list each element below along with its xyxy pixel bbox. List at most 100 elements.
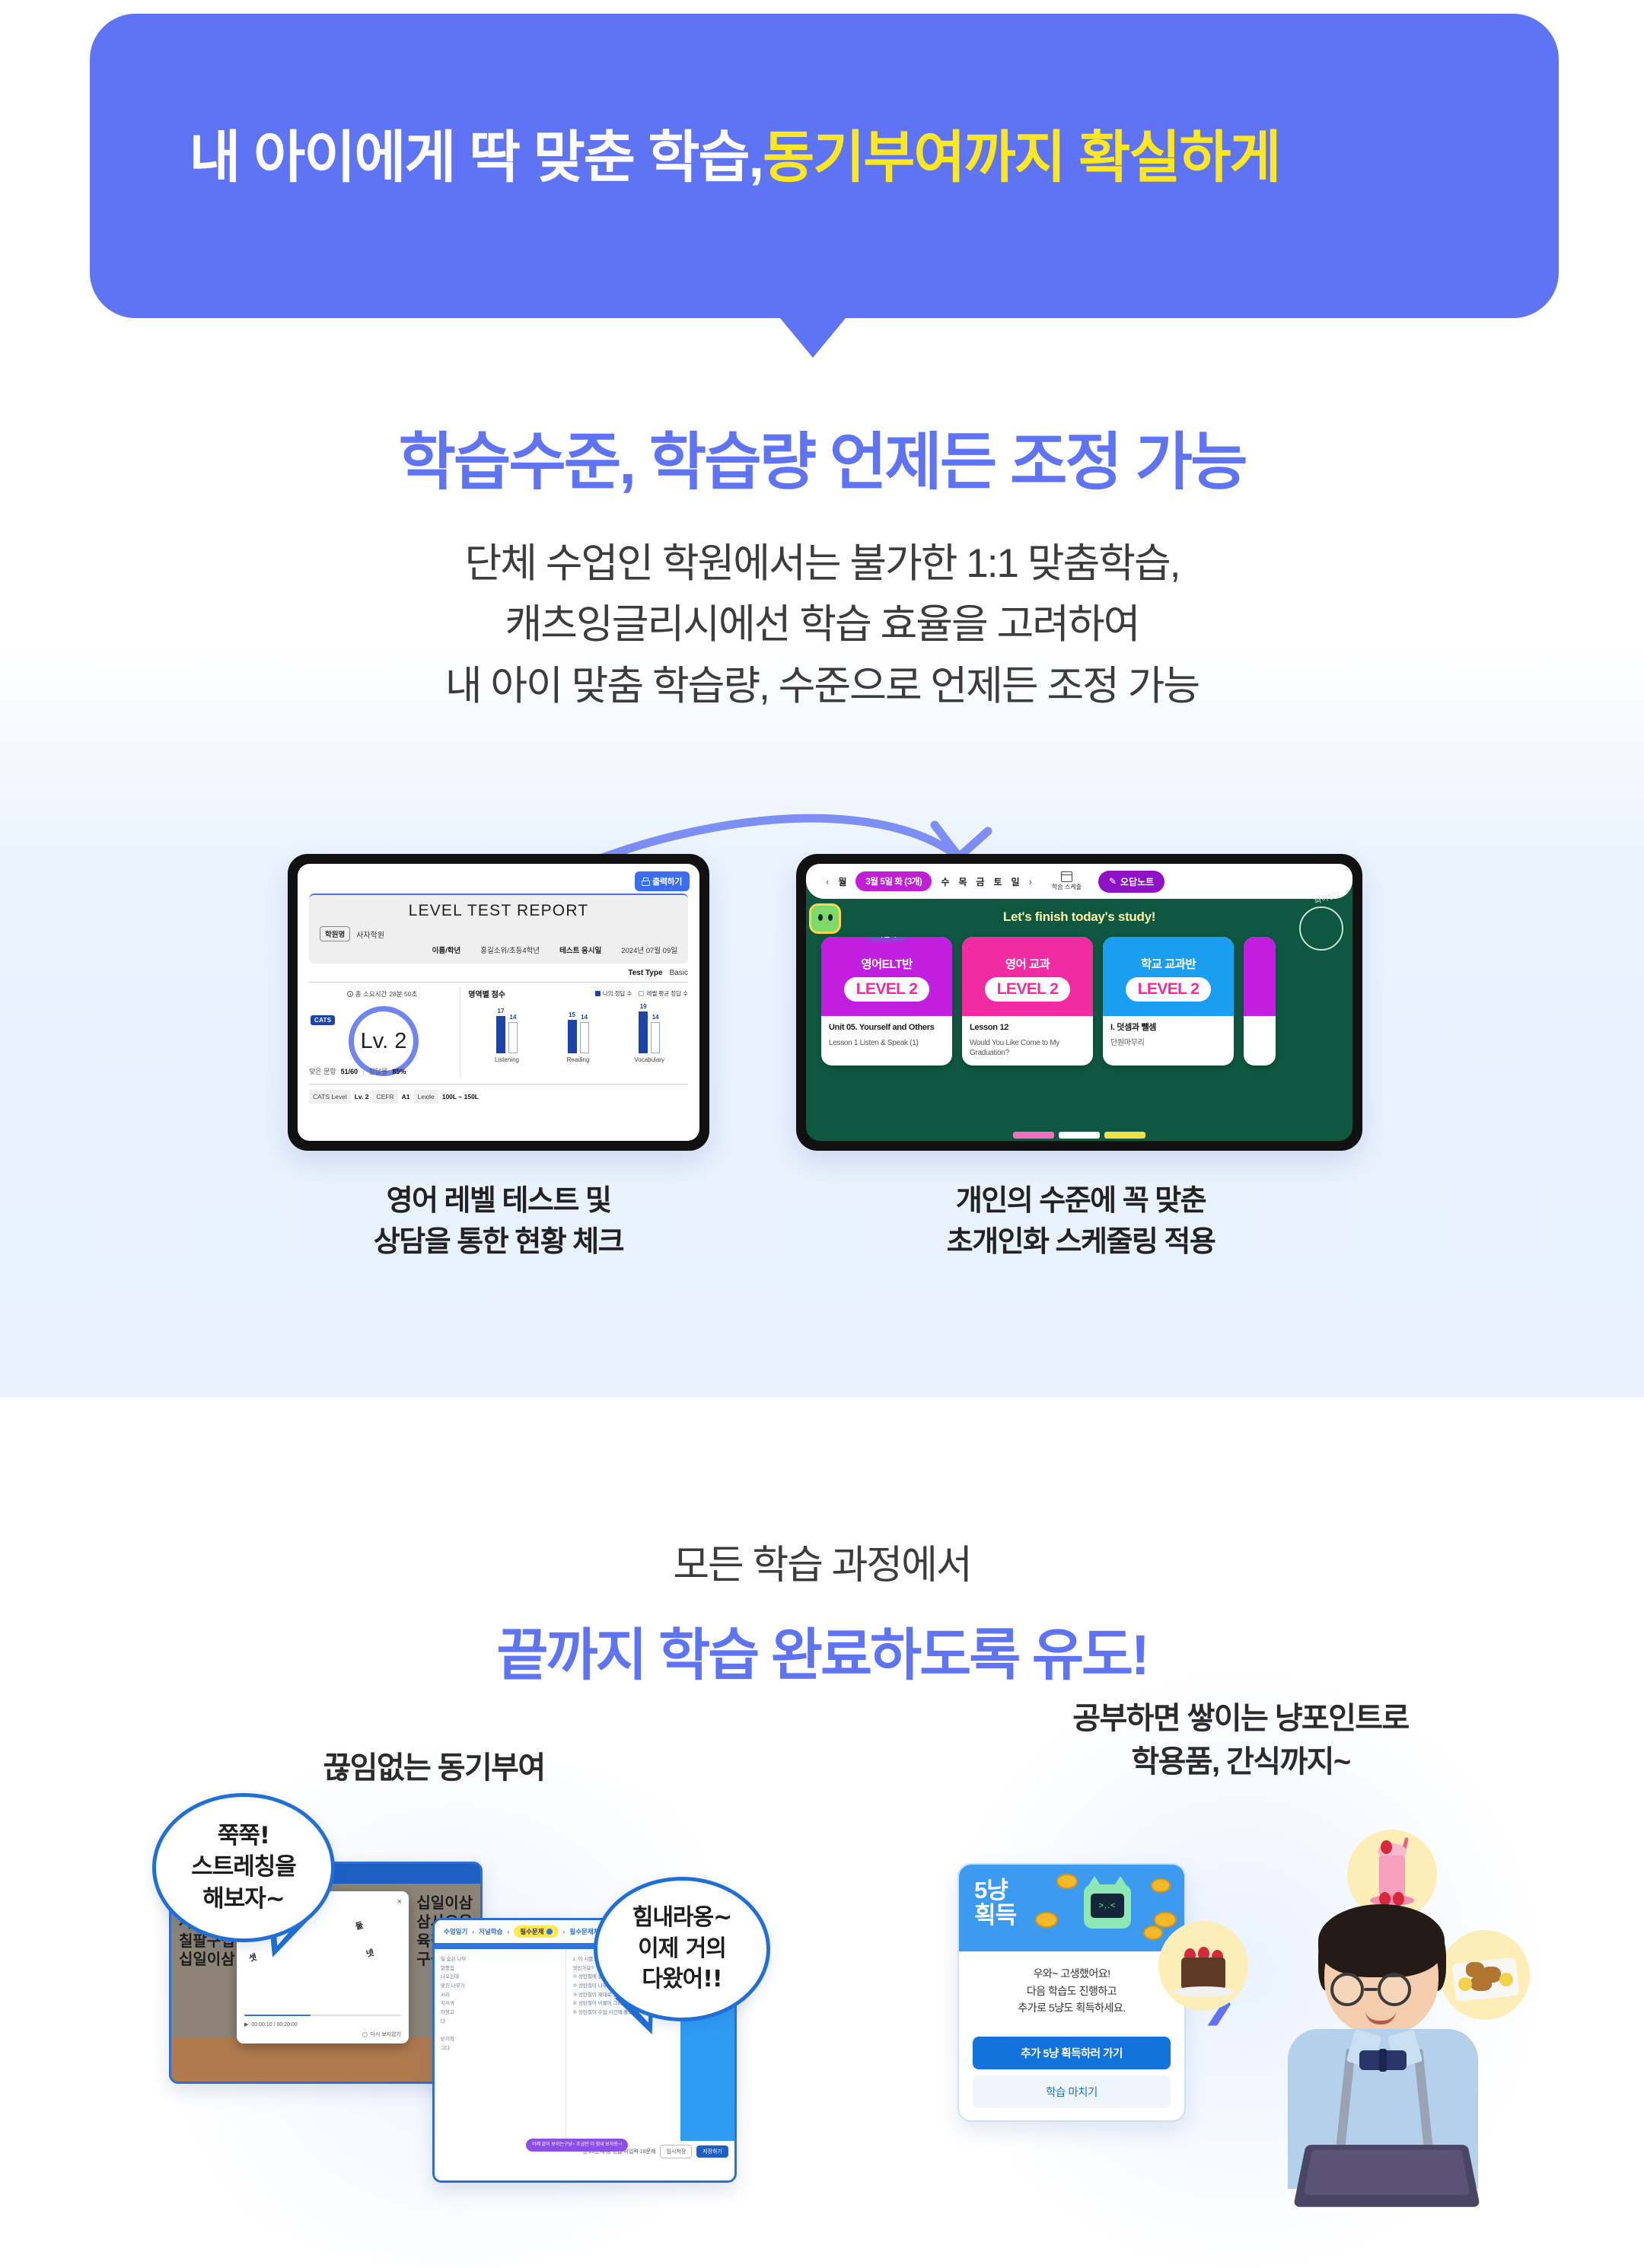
score-stats: 맞은 문항 51/60 | 정답률 85% [309, 1066, 460, 1076]
motivation-heading-block: 모든 학습 과정에서 끝까지 학습 완료하도록 유도! [0, 1533, 1644, 1691]
quiz-temp-save-button[interactable]: 임시저장 [660, 2145, 693, 2158]
level-report-title: LEVEL TEST REPORT [408, 902, 589, 919]
mascot-left-icon [809, 903, 841, 934]
lesson-card-level: LEVEL 2 [843, 977, 930, 1002]
level-report-header-card: LEVEL TEST REPORT 학원명 사자학원 이름/학년 홍길소위/초등… [309, 894, 688, 964]
day-sun[interactable]: 일 [1011, 876, 1020, 887]
quiz-footer: 총 25문제 중 정답 미입력 18문제 임시저장 저장하기 [435, 2141, 734, 2162]
count-three: 셋 [247, 1952, 258, 1964]
hero-subtitle-line3: 내 아이 맞춤 학습량, 수준으로 언제든 조정 가능 [444, 663, 1200, 709]
total-time-value: 28분 50초 [389, 990, 418, 998]
quiz-save-button[interactable]: 저장하기 [696, 2145, 728, 2158]
pencil-icon: ✎ [1108, 876, 1117, 887]
bar-wrap: 17 [495, 1003, 505, 1053]
quiz-encouragement-tip: 이제 끝이 보이는구냥~ 조금만 더 힘내 보자옹~! [526, 2139, 629, 2152]
count-four: 넷 [365, 1948, 375, 1960]
caption-left-line2: 상담을 통한 현황 체크 [373, 1225, 625, 1258]
coin-icon-3 [1151, 1878, 1171, 1893]
bar-value: 19 [639, 1003, 647, 1010]
mascot-right-icon [1299, 906, 1343, 951]
coin-icon-1 [1056, 1874, 1078, 1889]
point-amount-line2: 획득 [974, 1901, 1017, 1929]
legend-swatch-mine [594, 991, 601, 996]
day-sat[interactable]: 토 [993, 876, 1002, 887]
hero-subtitle-line1: 단체 수업인 학원에서는 불가한 1:1 맞춤학습, [464, 540, 1181, 586]
finish-study-button[interactable]: 학습 마치기 [973, 2075, 1171, 2109]
test-type-value: Basic [669, 969, 688, 977]
schedule-topbar: ‹ 월 3월 5일 화 (3개) 수 목 금 토 일 › 학습 스케줄 ✎ 오답… [806, 864, 1352, 899]
close-icon[interactable]: × [397, 1897, 402, 1906]
checkbox-icon[interactable] [362, 2031, 368, 2037]
video-time: ▶ 00:00:10 / 00:20:00 [244, 2021, 298, 2028]
test-type-label: Test Type [628, 969, 663, 977]
clock-icon [346, 991, 353, 997]
day-fri[interactable]: 금 [976, 876, 985, 887]
next-day-arrow-icon[interactable]: › [1028, 875, 1032, 887]
point-amount: 5냥 획득 [974, 1878, 1184, 1928]
bottom-bar-pink [1013, 1132, 1054, 1139]
prev-day-arrow-icon[interactable]: ‹ [826, 875, 830, 887]
quiz-breadcrumb-pill[interactable]: 필수문제 [514, 1926, 559, 1938]
bar-value: 14 [652, 1014, 659, 1021]
chart-title: 영역별 점수 [468, 991, 505, 999]
video-time-label: 00:00:10 / 00:20:00 [251, 2021, 298, 2028]
total-time-label: 총 소요시간 [355, 990, 387, 998]
day-wed[interactable]: 수 [941, 876, 950, 887]
print-button[interactable]: 출력하기 [635, 871, 690, 891]
quiz-breadcrumb-sep2: › [507, 1928, 510, 1935]
hero-section: 내 아이에게 딱 맞춘 학습, 동기부여까지 확실하게 학습수준, 학습량 언제… [0, 0, 1644, 1397]
video-progress-bar[interactable] [244, 2014, 401, 2016]
boy-smile [1365, 2011, 1396, 2024]
cat-mascot-icon: >,.< [1084, 1876, 1131, 1929]
name-label: 이름/학년 [432, 947, 461, 955]
lesson-card-unit: Lesson 12 [970, 1023, 1009, 1032]
bar-value: 15 [569, 1011, 576, 1018]
lesson-card-unit: I. 덧셈과 뺄셈 [1110, 1023, 1157, 1032]
student-illustration [1158, 1830, 1553, 2207]
check-dot-icon [546, 1929, 553, 1935]
bar [651, 1022, 661, 1053]
active-day-pill[interactable]: 3월 5일 화 (3개) [855, 871, 932, 891]
coin-icon-4 [1154, 1912, 1177, 1928]
hero-subtitle-line2: 캐츠잉글리시에선 학습 효율을 고려하여 [505, 602, 1140, 648]
quiz-breadcrumb-1[interactable]: 수업일기 [444, 1928, 468, 1935]
screenshot-a-floor [171, 2037, 480, 2082]
lesson-card-category: 학교 교과반 [1140, 958, 1196, 971]
get-more-points-button[interactable]: 추가 5냥 획득하러 가기 [973, 2037, 1171, 2070]
lesson-card-partial[interactable] [1244, 937, 1276, 1066]
quiz-choice-5[interactable]: ⑤ 성탄절이 수업 시간에 졸고 있는 장면 [572, 2010, 654, 2016]
boy-glasses-right [1378, 1973, 1411, 2006]
quiz-breadcrumb-sep1: › [472, 1928, 475, 1935]
quiz-choice-4[interactable]: ④ 성탄절이 비불어 그리움 그리는 장면 [572, 2001, 652, 2007]
play-icon[interactable]: ▶ [244, 2022, 249, 2028]
day-thu[interactable]: 목 [958, 876, 967, 887]
quiz-choice-3[interactable]: ③ 성탄절이 제대로 알맞은 장면 [572, 1992, 638, 1998]
caption-right-line1: 개인의 수준에 꼭 맞춘 [955, 1185, 1207, 1217]
quiz-breadcrumb-2[interactable]: 저널학습 [479, 1928, 503, 1935]
table-value: A1 [397, 1090, 414, 1104]
wrong-note-button[interactable]: ✎ 오답노트 [1098, 870, 1165, 893]
legend-item-avg: 레벨 평균 정답 수 [639, 989, 688, 998]
coin-icon-5 [1143, 1926, 1163, 1940]
caption-left: 영어 레벨 테스트 및 상담을 통한 현황 체크 [251, 1181, 746, 1263]
print-button-label: 출력하기 [652, 878, 682, 887]
name-value: 홍길소위/초등4학년 [480, 947, 540, 955]
day-before[interactable]: 월 [838, 876, 847, 887]
quiz-breadcrumb-3[interactable]: 필수문제처방 [569, 1928, 606, 1935]
reward-cake-icon [1158, 1921, 1248, 2011]
quiz-footer-total: 총 25문제 중 정답 미입력 18문제 [582, 2149, 656, 2155]
dont-show-again-label: 다시 보지않기 [370, 2032, 401, 2037]
dont-show-again[interactable]: 다시 보지않기 [362, 2031, 401, 2038]
bubble-1-line3: 해보자~ [202, 1884, 285, 1913]
legend-label-avg: 레벨 평균 정답 수 [646, 990, 688, 997]
schedule-calendar-button[interactable]: 학습 스케줄 [1052, 871, 1082, 891]
bubble-2-line1: 힘내라옹~ [632, 1903, 733, 1931]
